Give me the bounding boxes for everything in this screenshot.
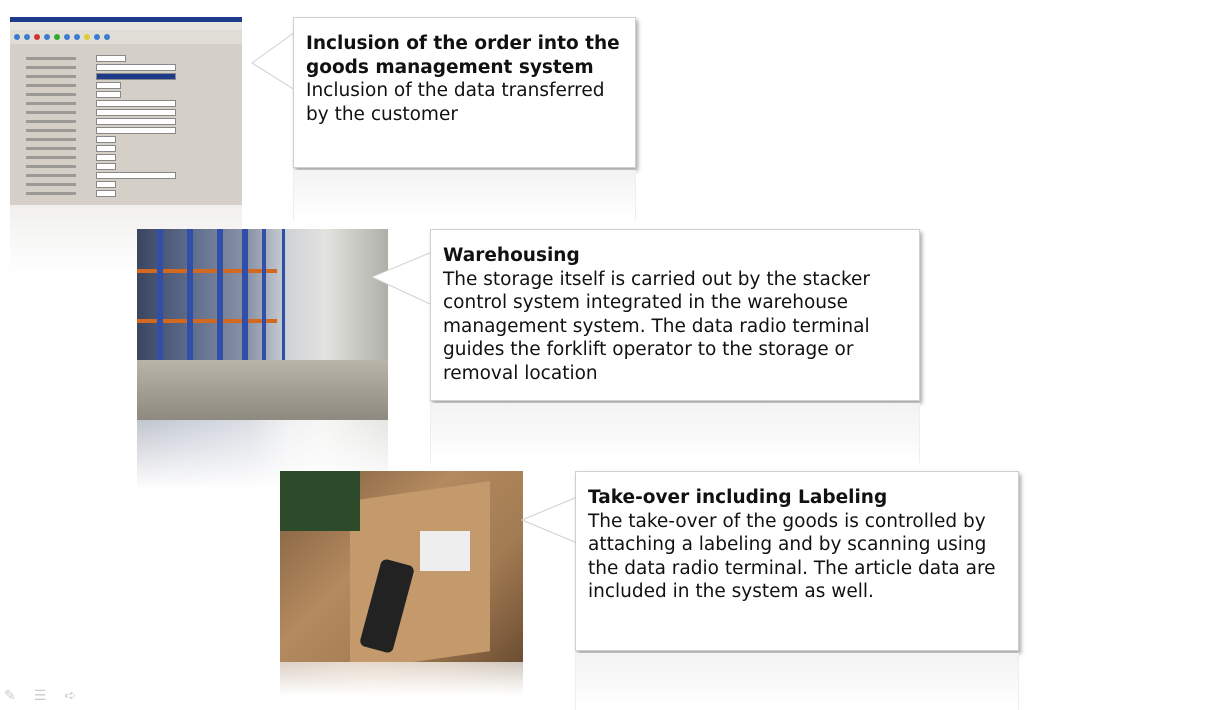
slideshow-controls: ✎ ☰ ➪ — [4, 688, 76, 704]
callout-order-inclusion: Inclusion of the order into the goods ma… — [293, 17, 636, 168]
warehouse-photo — [137, 229, 388, 420]
scanning-photo — [280, 471, 523, 662]
callout-pointer — [520, 496, 578, 544]
goods-management-screenshot — [10, 17, 242, 205]
callout-pointer — [370, 251, 433, 306]
pen-icon[interactable]: ✎ — [4, 688, 16, 704]
callout-text: The take-over of the goods is controlled… — [588, 510, 996, 603]
callout-reflection — [293, 170, 636, 220]
callout-takeover-labeling: Take-over including Labeling The take-ov… — [575, 471, 1019, 651]
callout-reflection — [430, 403, 920, 463]
callout-title: Inclusion of the order into the goods ma… — [306, 33, 620, 78]
callout-text: Inclusion of the data transferred by the… — [306, 80, 605, 125]
callout-title: Warehousing — [443, 245, 580, 266]
next-arrow-icon[interactable]: ➪ — [64, 688, 77, 704]
callout-warehousing: Warehousing The storage itself is carrie… — [430, 229, 920, 401]
callout-text: The storage itself is carried out by the… — [443, 268, 871, 384]
scanning-reflection — [280, 662, 523, 710]
callout-reflection — [575, 653, 1019, 710]
callout-title: Take-over including Labeling — [588, 487, 888, 508]
menu-icon[interactable]: ☰ — [33, 688, 47, 704]
